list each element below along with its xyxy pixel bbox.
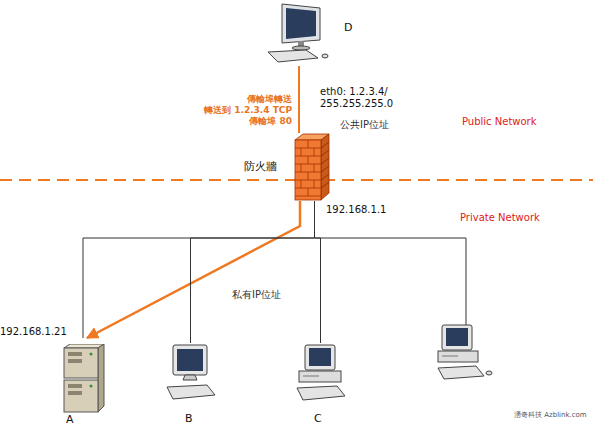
drawing-part — [68, 352, 82, 356]
host-address: 192.168.1.21 — [0, 326, 67, 338]
lan-wire — [315, 238, 466, 333]
drawing-part — [305, 345, 335, 370]
node-label: D — [344, 22, 352, 35]
connector — [191, 201, 315, 343]
workstation: C — [293, 343, 348, 428]
drawing-part — [321, 142, 329, 188]
drawing-part — [322, 54, 328, 58]
workstation: B — [163, 343, 218, 428]
drawing-part — [68, 391, 82, 395]
drawing-part — [90, 353, 93, 356]
node-label: C — [314, 413, 322, 426]
port-forward-note: 傳輸埠轉送 — [247, 94, 292, 104]
zone-name: Public Network — [462, 116, 537, 128]
drawing-part — [64, 380, 98, 412]
drawing-part — [282, 4, 320, 43]
icon-part — [438, 366, 484, 379]
watermark: 湧奇科技 Azblink.com — [514, 411, 587, 419]
drawing-part — [183, 375, 197, 380]
drawing-part — [292, 46, 310, 50]
zone-name: Private Network — [460, 212, 540, 224]
drawing-part — [301, 140, 314, 196]
drawing-part — [297, 386, 345, 400]
connector — [83, 201, 315, 338]
drawing-part — [303, 376, 319, 377]
gateway-address: 192.168.1.1 — [326, 204, 386, 216]
workstation-icon — [438, 325, 492, 379]
zone-note: 公共IP位址 — [340, 119, 389, 131]
icon-part — [442, 356, 458, 357]
node-label: B — [185, 413, 193, 426]
connector — [315, 201, 321, 343]
drawing-part — [177, 349, 203, 371]
drawing-part — [321, 134, 329, 200]
drawing-part — [293, 343, 348, 403]
client-computer: D — [262, 2, 357, 66]
port-forward-note: 轉送到 1.2.3.4 TCP — [204, 105, 292, 115]
drawing-part — [68, 384, 82, 388]
drawing-part — [60, 344, 106, 414]
drawing-part — [90, 385, 93, 388]
drawing-part — [293, 133, 330, 201]
drawing-part — [167, 385, 215, 399]
port-forward-note: 傳輸埠 80 — [249, 116, 292, 126]
drawing-part — [64, 348, 98, 378]
icon-part — [486, 371, 492, 375]
connector — [298, 66, 300, 133]
icon-part — [446, 328, 468, 346]
drawing-part — [173, 345, 207, 375]
drawing-part — [98, 344, 104, 412]
drawing-part — [295, 140, 321, 200]
node-label: A — [66, 414, 74, 427]
drawing-part — [286, 8, 316, 39]
drawing-part — [268, 50, 318, 62]
drawing-part — [163, 343, 218, 403]
drawing-part — [262, 2, 332, 64]
icon-part — [442, 325, 472, 350]
node-label: 防火牆 — [244, 161, 277, 174]
drawing-part — [299, 371, 341, 382]
server: A — [58, 338, 108, 428]
interface-address: eth0: 1.2.3.4/ — [320, 86, 388, 98]
drawing-part — [309, 348, 331, 366]
connector — [87, 201, 300, 338]
drawing-part — [68, 359, 82, 363]
zone-note: 私有IP位址 — [232, 289, 281, 301]
netmask: 255.255.255.0 — [320, 98, 393, 110]
icon-part — [438, 351, 478, 362]
firewall: 防火牆 — [293, 133, 330, 201]
